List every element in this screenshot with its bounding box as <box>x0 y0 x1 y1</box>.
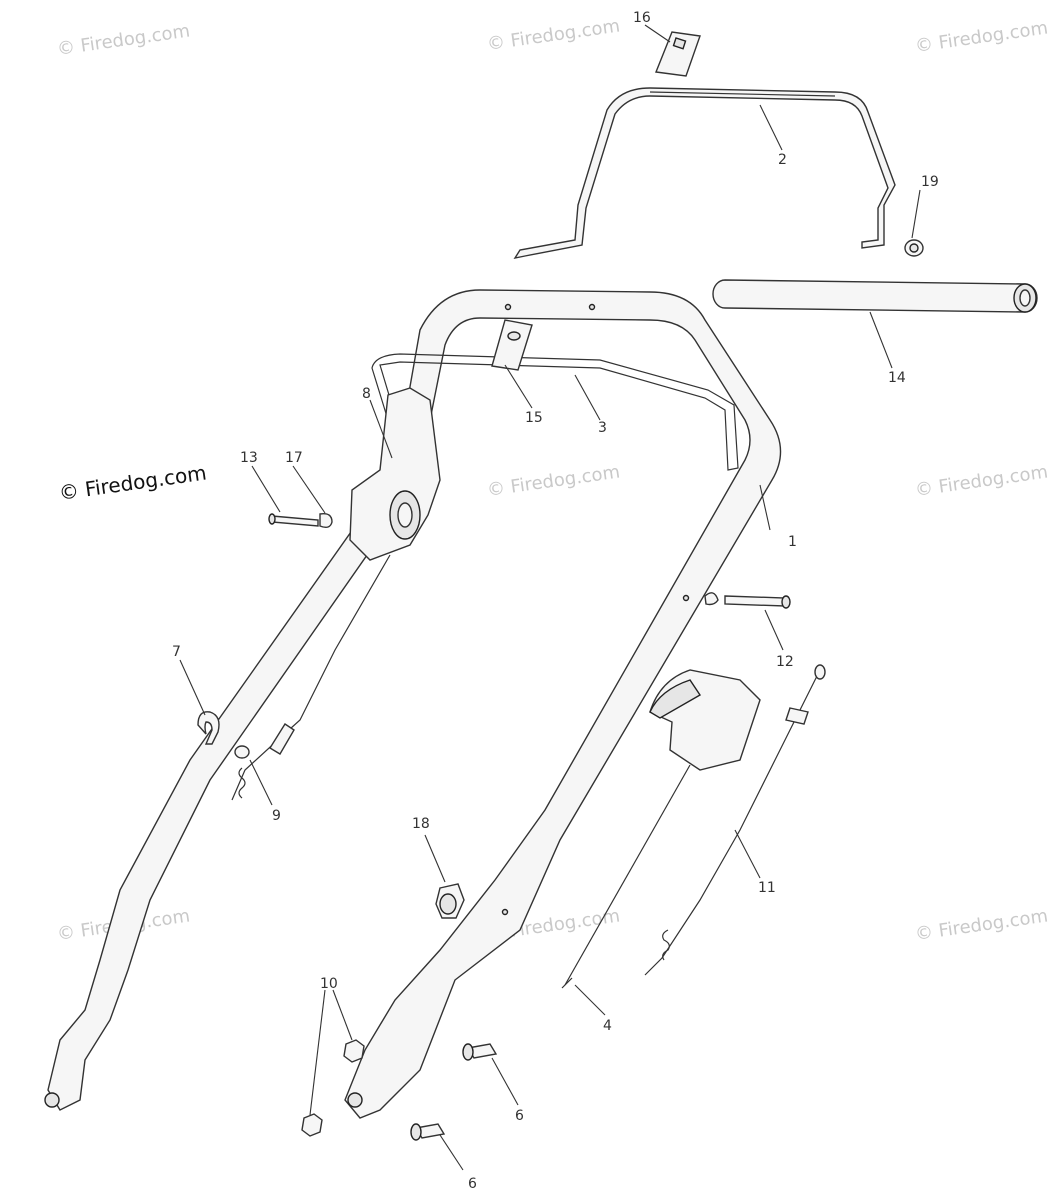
part-bail-bar <box>513 87 896 260</box>
watermark-main: © Firedog.com <box>57 460 208 504</box>
callout-3: 3 <box>598 420 607 436</box>
part-bolt-12 <box>704 592 791 609</box>
callout-9: 9 <box>272 808 281 824</box>
callout-6: 6 <box>515 1108 524 1124</box>
part-nut-19 <box>904 239 924 257</box>
callout-12: 12 <box>776 654 794 670</box>
part-control-housing <box>349 387 441 561</box>
callout-16: 16 <box>633 10 651 26</box>
callout-labels: 1 2 3 4 6 7 8 9 10 11 12 13 14 15 16 17 … <box>172 10 939 1192</box>
callout-14: 14 <box>888 370 906 386</box>
part-control-cable-11 <box>644 664 826 976</box>
callout-7: 7 <box>172 644 181 660</box>
watermark-top-left: © Firedog.com <box>56 21 191 60</box>
part-bolt-13 <box>268 513 319 527</box>
callout-17: 17 <box>285 450 303 466</box>
part-clamp-18 <box>435 883 465 919</box>
part-foam-grip <box>712 279 1038 313</box>
callout-1: 1 <box>788 534 797 550</box>
callout-8: 8 <box>362 386 371 402</box>
leader-lines <box>179 24 921 1171</box>
part-cable-9 <box>231 554 391 801</box>
watermark-bottom-right: © Firedog.com <box>914 906 1049 945</box>
callout-19: 19 <box>921 174 939 190</box>
part-bail-wire <box>371 353 739 471</box>
callout-2: 2 <box>778 152 787 168</box>
part-bolts-6 <box>410 1043 498 1141</box>
part-clip-17 <box>319 512 333 529</box>
part-clip-7 <box>197 711 220 745</box>
part-label-plate <box>655 31 701 77</box>
part-center-plate <box>491 319 533 371</box>
watermark-mid-center: © Firedog.com <box>486 462 621 501</box>
callout-13: 13 <box>240 450 258 466</box>
watermark-top-right: © Firedog.com <box>914 18 1049 57</box>
callout-15: 15 <box>525 410 543 426</box>
watermark-mid-right: © Firedog.com <box>914 462 1049 501</box>
callout-6-bottom: 6 <box>468 1176 477 1192</box>
callout-4: 4 <box>603 1018 612 1034</box>
callout-11: 11 <box>758 880 776 896</box>
watermark-top-center: © Firedog.com <box>486 16 621 55</box>
callout-10: 10 <box>320 976 338 992</box>
part-throttle-control <box>561 669 761 989</box>
part-nuts-10 <box>301 1039 365 1137</box>
callout-18: 18 <box>412 816 430 832</box>
